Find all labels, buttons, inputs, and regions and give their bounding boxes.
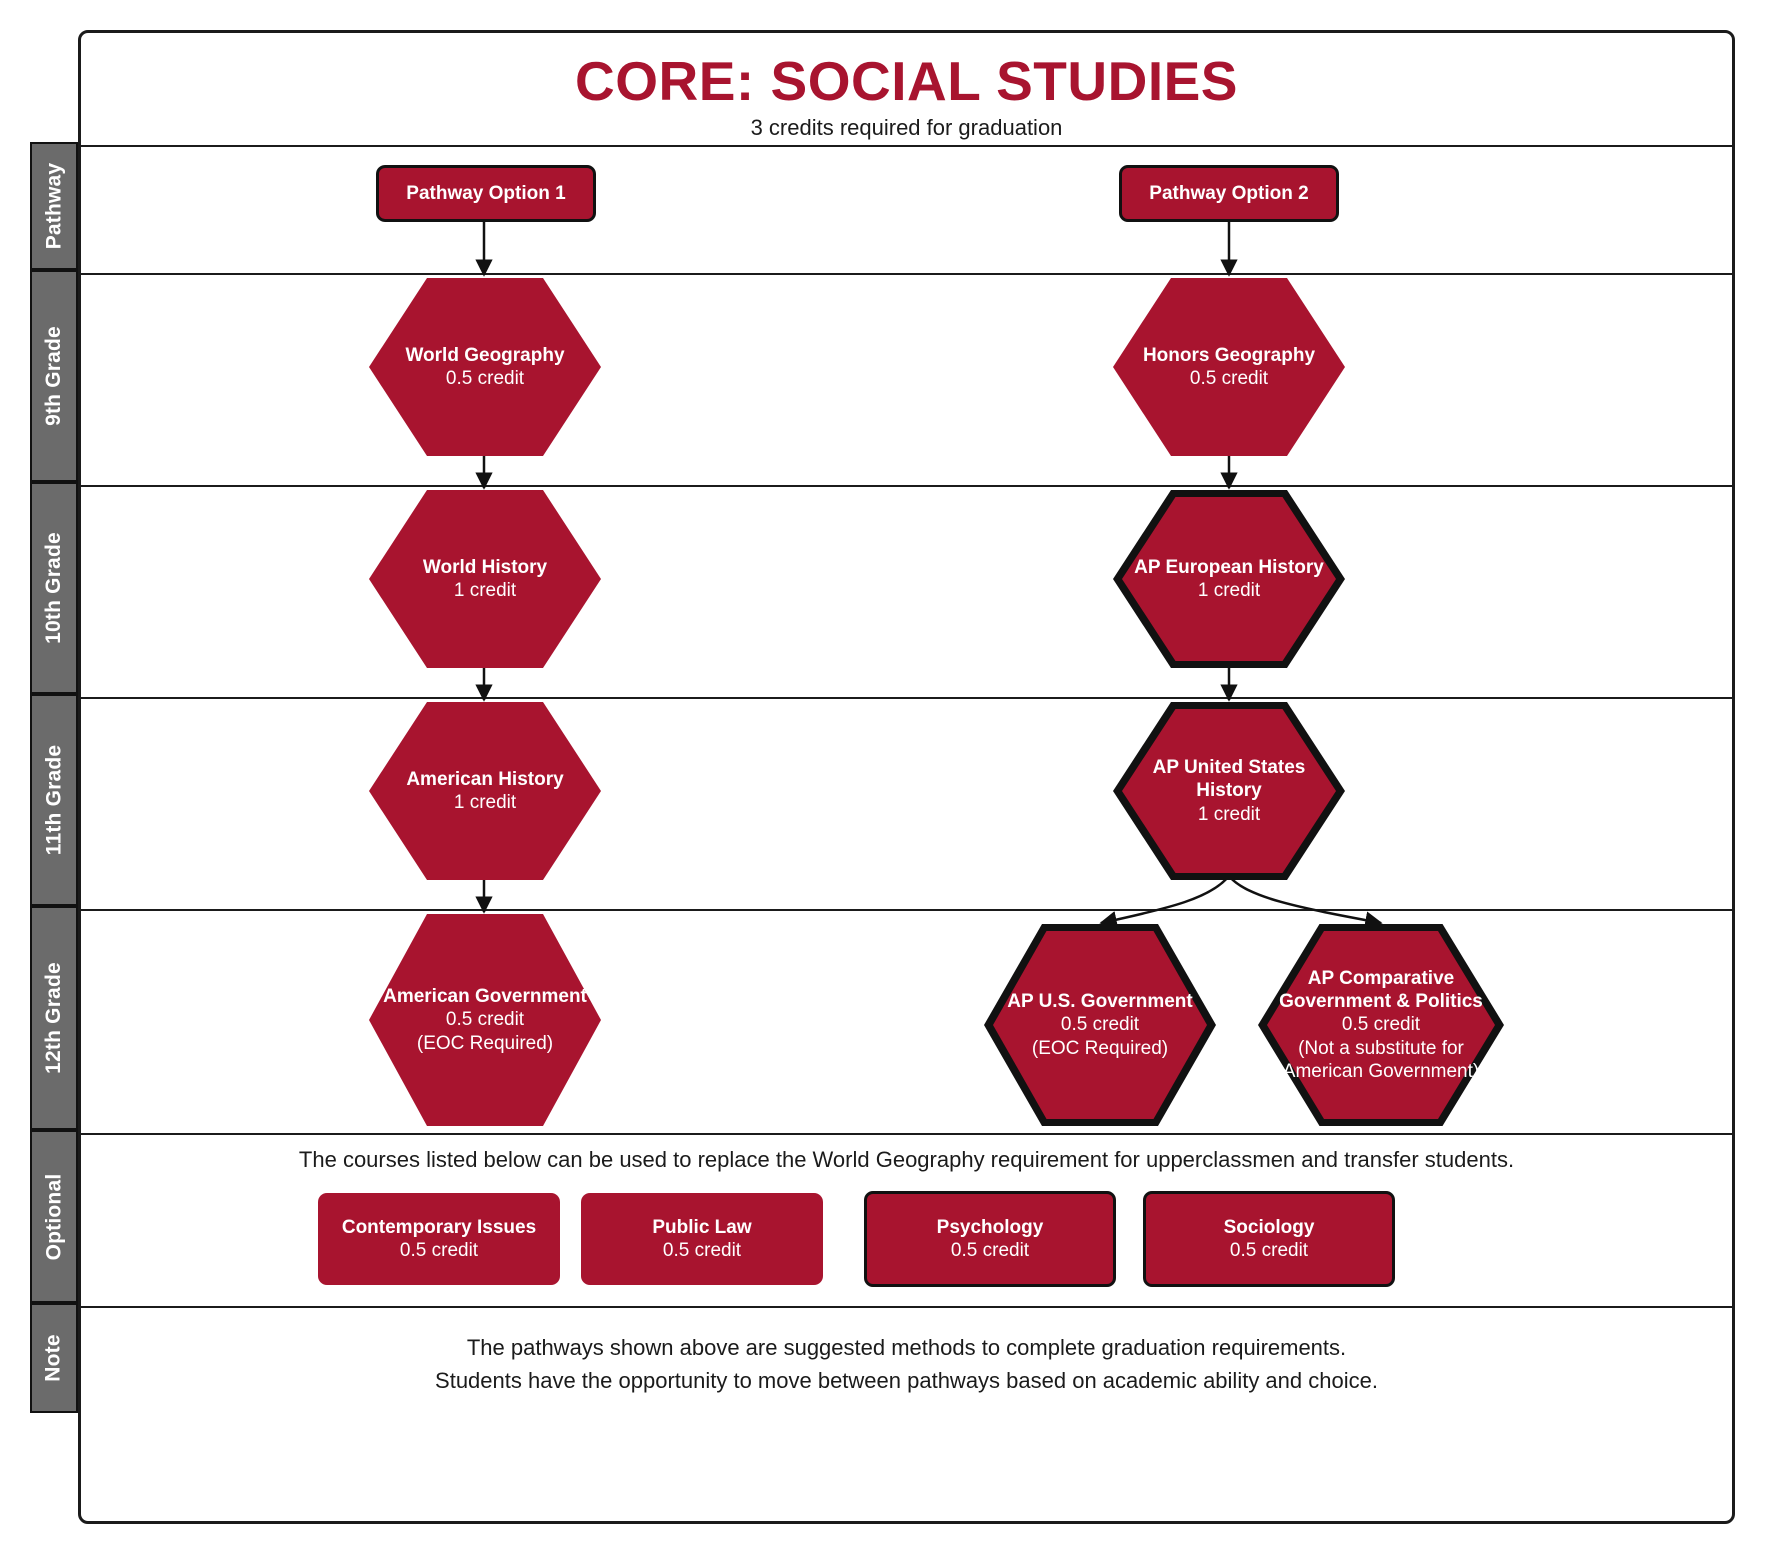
course-label-group: AP United States History 1 credit bbox=[1113, 702, 1345, 880]
course-credit: 0.5 credit bbox=[1341, 1014, 1421, 1036]
optional-course-psychology[interactable]: Psychology 0.5 credit bbox=[864, 1191, 1116, 1287]
course-credit: 1 credit bbox=[1197, 803, 1261, 825]
hexagon-shape bbox=[369, 702, 601, 880]
row-label-grade12: 12th Grade bbox=[30, 906, 78, 1130]
flowchart-board: CORE: SOCIAL STUDIES 3 credits required … bbox=[78, 30, 1735, 1524]
course-credit: 0.5 credit bbox=[1060, 1014, 1140, 1036]
course-name: Public Law bbox=[652, 1216, 752, 1238]
divider-grade9 bbox=[81, 485, 1732, 487]
page-title: CORE: SOCIAL STUDIES bbox=[575, 50, 1238, 112]
course-note-line-1: (Not a substitute for bbox=[1298, 1037, 1464, 1059]
course-name: American Government bbox=[383, 986, 587, 1008]
course-credit: 0.5 credit bbox=[1189, 368, 1269, 389]
course-label-group: AP European History 1 credit bbox=[1113, 490, 1345, 668]
course-name: American History bbox=[406, 768, 564, 790]
course-label-group: World Geography 0.5 credit bbox=[369, 278, 601, 456]
row-label-grade9-text: 9th Grade bbox=[42, 326, 66, 426]
course-name: Contemporary Issues bbox=[341, 1216, 537, 1238]
divider-grade12 bbox=[81, 1133, 1732, 1135]
course-note: (EOC Required) bbox=[1031, 1037, 1169, 1059]
course-name: Sociology bbox=[1223, 1216, 1315, 1238]
divider-grade10 bbox=[81, 697, 1732, 699]
note-line-2: Students have the opportunity to move be… bbox=[435, 1368, 1378, 1393]
course-world-history[interactable]: World History 1 credit bbox=[369, 490, 601, 668]
course-name: Psychology bbox=[936, 1216, 1044, 1238]
row-label-grade10-text: 10th Grade bbox=[42, 532, 65, 644]
course-name: AP European History bbox=[1134, 556, 1324, 578]
optional-course-contemporary-issues[interactable]: Contemporary Issues 0.5 credit bbox=[318, 1193, 560, 1285]
course-name: World History bbox=[422, 556, 548, 578]
optional-course-sociology[interactable]: Sociology 0.5 credit bbox=[1143, 1191, 1395, 1287]
course-credit: 0.5 credit bbox=[445, 1009, 525, 1031]
course-note-line-2: American Government) bbox=[1282, 1060, 1480, 1082]
course-label-group: American Government 0.5 credit (EOC Requ… bbox=[369, 914, 601, 1126]
course-american-government[interactable]: American Government 0.5 credit (EOC Requ… bbox=[369, 914, 601, 1126]
divider-optional bbox=[81, 1306, 1732, 1308]
course-credit: 0.5 credit bbox=[950, 1240, 1030, 1261]
course-honors-geography[interactable]: Honors Geography 0.5 credit bbox=[1113, 278, 1345, 456]
course-name-line-1: AP Comparative bbox=[1307, 968, 1455, 990]
row-label-pathway: Pathway bbox=[30, 142, 78, 270]
course-name: Honors Geography bbox=[1142, 344, 1316, 366]
course-ap-us-government[interactable]: AP U.S. Government 0.5 credit (EOC Requi… bbox=[984, 924, 1216, 1126]
course-label-group: AP Comparative Government & Politics 0.5… bbox=[1258, 924, 1504, 1126]
divider-header bbox=[81, 145, 1732, 147]
hexagon-shape bbox=[369, 490, 601, 668]
row-label-note-text: Note bbox=[42, 1334, 65, 1382]
course-world-geography[interactable]: World Geography 0.5 credit bbox=[369, 278, 601, 456]
row-label-gutter: Pathway 9th Grade 10th Grade 11th Grade … bbox=[30, 30, 78, 1524]
row-label-grade10: 10th Grade bbox=[30, 482, 78, 694]
page-subtitle: 3 credits required for graduation bbox=[750, 115, 1063, 140]
row-label-grade11: 11th Grade bbox=[30, 694, 78, 906]
row-label-note: Note bbox=[30, 1303, 78, 1413]
pathway-option-2-label: Pathway Option 2 bbox=[1149, 182, 1309, 204]
course-name: AP United States History bbox=[1152, 757, 1306, 802]
flowchart-frame: Pathway 9th Grade 10th Grade 11th Grade … bbox=[30, 30, 1735, 1524]
pathway-option-1-label: Pathway Option 1 bbox=[406, 182, 566, 204]
row-label-grade11-text: 11th Grade bbox=[42, 744, 65, 856]
course-ap-united-states-history[interactable]: AP United States History 1 credit bbox=[1113, 702, 1345, 880]
optional-intro-text: The courses listed below can be used to … bbox=[298, 1147, 1515, 1172]
course-label-group: AP U.S. Government 0.5 credit (EOC Requi… bbox=[984, 924, 1216, 1126]
course-name-line-2: Government & Politics bbox=[1279, 991, 1483, 1013]
course-name: AP U.S. Government bbox=[1007, 991, 1193, 1013]
course-credit: 1 credit bbox=[1197, 580, 1261, 601]
course-ap-european-history[interactable]: AP European History 1 credit bbox=[1113, 490, 1345, 668]
row-label-optional-text: Optional bbox=[42, 1173, 66, 1260]
note-line-1: The pathways shown above are suggested m… bbox=[466, 1335, 1347, 1360]
course-credit: 1 credit bbox=[453, 792, 517, 813]
course-note: (EOC Required) bbox=[416, 1032, 554, 1054]
pathway-option-2-box[interactable]: Pathway Option 2 bbox=[1119, 165, 1339, 222]
row-label-optional: Optional bbox=[30, 1130, 78, 1303]
course-credit: 1 credit bbox=[453, 580, 517, 601]
course-ap-comparative-government[interactable]: AP Comparative Government & Politics 0.5… bbox=[1258, 924, 1504, 1126]
connector-layer bbox=[475, 222, 1383, 929]
course-american-history[interactable]: American History 1 credit bbox=[369, 702, 601, 880]
row-label-pathway-text: Pathway bbox=[42, 162, 66, 250]
row-label-grade12-text: 12th Grade bbox=[42, 962, 65, 1074]
note-block: The pathways shown above are suggested m… bbox=[81, 1331, 1732, 1397]
course-name: World Geography bbox=[405, 344, 565, 366]
divider-grade11 bbox=[81, 909, 1732, 911]
course-credit: 0.5 credit bbox=[1229, 1240, 1309, 1261]
course-credit: 0.5 credit bbox=[399, 1240, 479, 1261]
course-credit: 0.5 credit bbox=[445, 368, 525, 389]
row-label-grade9: 9th Grade bbox=[30, 270, 78, 482]
course-label-group: World History 1 credit bbox=[369, 490, 601, 668]
optional-course-public-law[interactable]: Public Law 0.5 credit bbox=[581, 1193, 823, 1285]
course-credit: 0.5 credit bbox=[662, 1240, 742, 1261]
course-label-group: American History 1 credit bbox=[369, 702, 601, 880]
divider-pathway bbox=[81, 273, 1732, 275]
pathway-option-1-box[interactable]: Pathway Option 1 bbox=[376, 165, 596, 222]
course-label-group: Honors Geography 0.5 credit bbox=[1113, 278, 1345, 456]
